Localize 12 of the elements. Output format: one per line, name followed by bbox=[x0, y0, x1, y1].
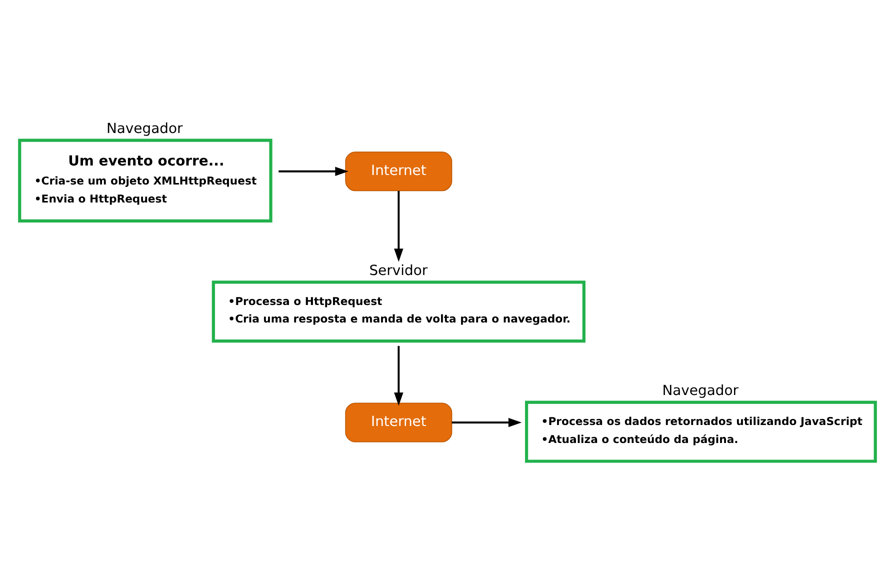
node-box: Um evento ocorre... •Cria-se um objeto XMLHttpRequest •Envia o HttpRequest bbox=[18, 138, 272, 223]
node-box: Internet bbox=[345, 402, 452, 442]
node-box: •Processa o HttpRequest •Cria uma resposta e manda de volta para o navegador. bbox=[212, 280, 586, 343]
arrow bbox=[278, 166, 348, 176]
node-box: •Processa os dados retornados utilizando JavaScript •Atualiza o conteúdo da página. bbox=[525, 400, 877, 463]
node-box: Internet bbox=[345, 152, 452, 192]
arrow bbox=[394, 190, 404, 262]
node-label: Navegador bbox=[662, 382, 738, 399]
node-label: Navegador bbox=[106, 120, 183, 137]
arrow bbox=[452, 418, 522, 428]
arrow bbox=[394, 346, 404, 406]
node-label: Servidor bbox=[369, 262, 428, 279]
